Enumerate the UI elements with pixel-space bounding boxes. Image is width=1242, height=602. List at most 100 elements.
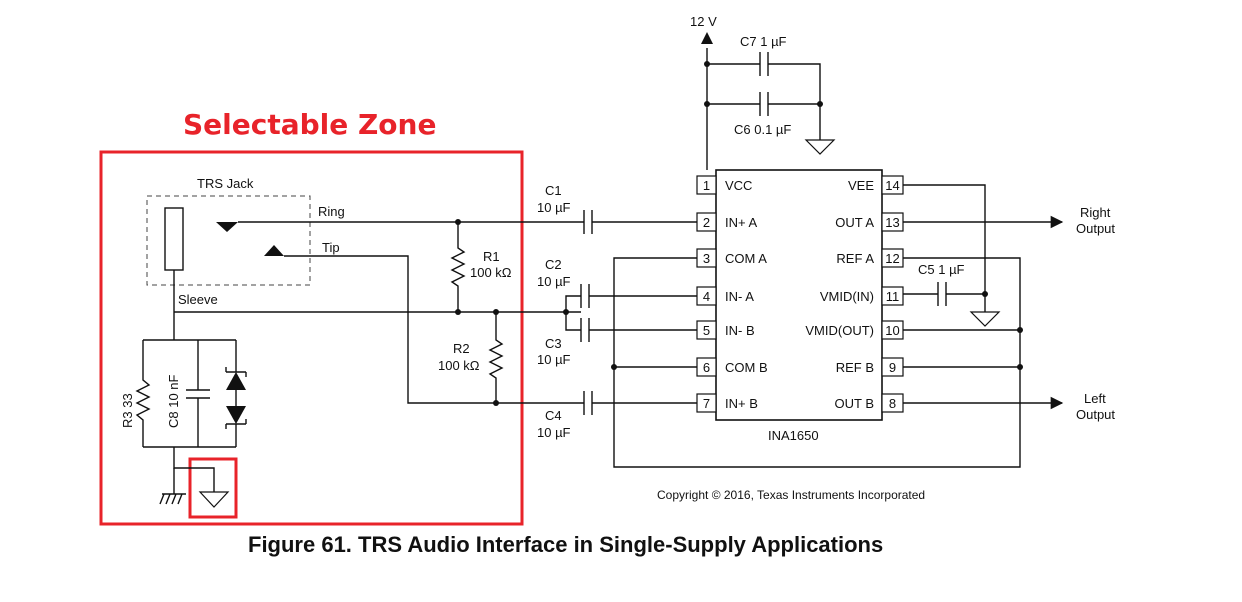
- trs-jack-sleeve-contact: [164, 207, 184, 271]
- junction-dot: [611, 364, 617, 370]
- c6-label: C6 0.1 µF: [734, 122, 791, 137]
- pin-box-5[interactable]: [696, 320, 717, 340]
- junction-dot: [982, 291, 988, 297]
- ref-com-loop-wire: [613, 257, 1021, 468]
- junction-dot: [563, 309, 569, 315]
- pin-box-4[interactable]: [696, 286, 717, 306]
- pin-number-9: 9: [889, 360, 896, 375]
- pin-box-1[interactable]: [696, 175, 717, 195]
- c4-capacitor: [583, 391, 697, 415]
- r1-name: R1: [483, 249, 500, 264]
- c5-capacitor: [903, 282, 986, 312]
- junction-dot: [817, 101, 823, 107]
- selectable-zone-title: Selectable Zone: [183, 108, 436, 141]
- c1-name: C1: [545, 183, 562, 198]
- pin-number-4: 4: [703, 289, 710, 304]
- pin-number-2: 2: [703, 215, 710, 230]
- pin-name-14: VEE: [848, 178, 874, 193]
- ic-name: INA1650: [768, 428, 819, 443]
- pin-number-5: 5: [703, 323, 710, 338]
- selectable-zone-frame[interactable]: [99, 150, 524, 526]
- pin-number-7: 7: [703, 396, 710, 411]
- c8-capacitor: [186, 340, 210, 447]
- trs-jack-outline: [146, 195, 311, 286]
- ring-label: Ring: [318, 204, 345, 219]
- right-output-label-line1: Right: [1080, 205, 1111, 220]
- c1-value: 10 µF: [537, 200, 571, 215]
- supply-ground-icon: [804, 139, 836, 155]
- pin-name-9: REF B: [836, 360, 874, 375]
- chassis-ground-icon: [159, 468, 186, 505]
- pin-name-11: VMID(IN): [820, 289, 874, 304]
- pin-name-3: COM A: [725, 251, 767, 266]
- junction-dot: [1017, 327, 1023, 333]
- c1-capacitor: [583, 210, 697, 234]
- figure-caption: Figure 61. TRS Audio Interface in Single…: [248, 532, 883, 557]
- ina1650-body[interactable]: [715, 169, 883, 421]
- c2-value: 10 µF: [537, 274, 571, 289]
- diode-upper-bar: [225, 367, 247, 377]
- ground-wire: [173, 447, 215, 492]
- c2-name: C2: [545, 257, 562, 272]
- r3-resistor: [135, 340, 151, 447]
- pin-name-4: IN- A: [725, 289, 754, 304]
- right-output-label-line2: Output: [1076, 221, 1115, 236]
- pin-box-11[interactable]: [881, 286, 904, 306]
- c4-name: C4: [545, 408, 562, 423]
- pin-number-1: 1: [703, 178, 710, 193]
- vmid-ground-icon: [969, 311, 1001, 327]
- pin-box-2[interactable]: [696, 212, 717, 232]
- r2-name: R2: [453, 341, 470, 356]
- pin-name-1: VCC: [725, 178, 752, 193]
- diode-lower: [226, 406, 246, 424]
- c3-capacitor: [565, 312, 697, 342]
- pin-number-3: 3: [703, 251, 710, 266]
- c8-label: C8 10 nF: [166, 374, 181, 428]
- pin-number-10: 10: [885, 323, 899, 338]
- r1-resistor: [450, 222, 466, 312]
- pin-name-6: COM B: [725, 360, 768, 375]
- vee-wire: [903, 184, 986, 294]
- left-output-label-line1: Left: [1084, 391, 1106, 406]
- pin-number-13: 13: [885, 215, 899, 230]
- pin-name-5: IN- B: [725, 323, 755, 338]
- tip-label: Tip: [322, 240, 340, 255]
- c3-name: C3: [545, 336, 562, 351]
- pin-box-7[interactable]: [696, 393, 717, 413]
- c5-label: C5 1 µF: [918, 262, 965, 277]
- c6-capacitor: [707, 92, 821, 140]
- pin-number-11: 11: [886, 289, 900, 304]
- r2-resistor: [488, 312, 504, 403]
- c3-value: 10 µF: [537, 352, 571, 367]
- junction-dot: [493, 400, 499, 406]
- tip-contact-triangle: [264, 245, 284, 256]
- ring-contact-triangle: [216, 222, 238, 232]
- ground-select-box[interactable]: [188, 457, 238, 519]
- c7-capacitor: [707, 52, 821, 104]
- pin-number-6: 6: [703, 360, 710, 375]
- diode-upper: [226, 372, 246, 390]
- pin-name-8: OUT B: [835, 396, 875, 411]
- c2-capacitor: [565, 284, 697, 312]
- left-output-label-line2: Output: [1076, 407, 1115, 422]
- pin-number-8: 8: [889, 396, 896, 411]
- pin-number-14: 14: [885, 178, 899, 193]
- trs-jack-title: TRS Jack: [197, 176, 254, 191]
- junction-dot: [1017, 364, 1023, 370]
- pin-name-10: VMID(OUT): [805, 323, 874, 338]
- pin-number-12: 12: [885, 251, 899, 266]
- copyright-text: Copyright © 2016, Texas Instruments Inco…: [657, 488, 925, 502]
- r2-value: 100 kΩ: [438, 358, 480, 373]
- sleeve-label: Sleeve: [178, 292, 218, 307]
- c7-label: C7 1 µF: [740, 34, 787, 49]
- supply-label: 12 V: [690, 14, 717, 29]
- r3-label: R3 33: [120, 393, 135, 428]
- signal-ground-icon[interactable]: [198, 491, 230, 508]
- pin-name-13: OUT A: [835, 215, 874, 230]
- pin-name-7: IN+ B: [725, 396, 758, 411]
- supply-arrow-icon: [701, 32, 713, 44]
